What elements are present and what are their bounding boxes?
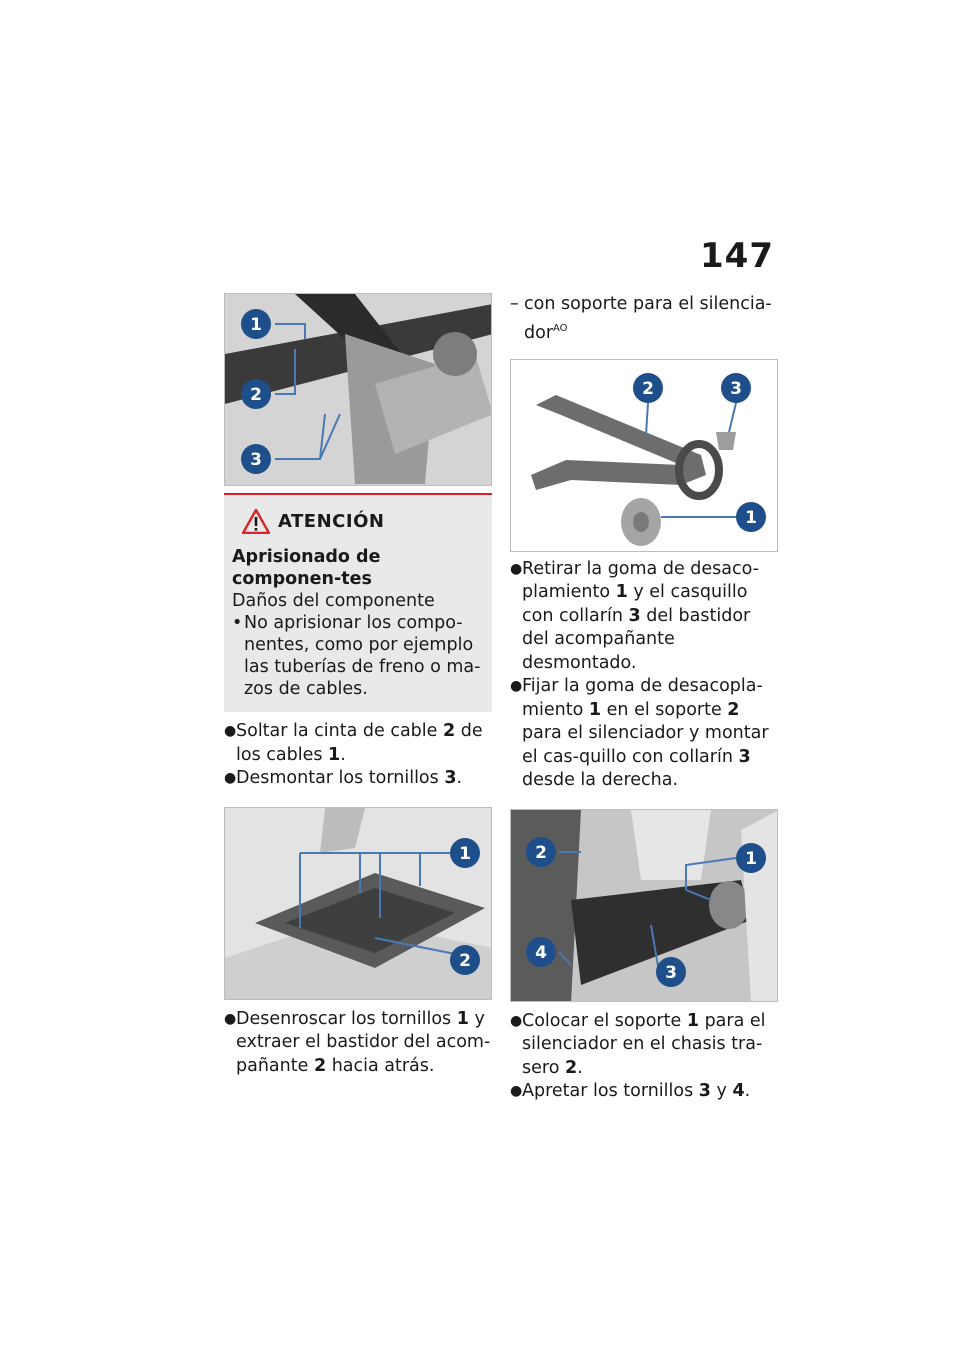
warning-title: ATENCIÓN xyxy=(278,510,385,532)
right-steps: ● Retirar la goma de desaco-plamiento 1 … xyxy=(510,558,780,793)
svg-text:3: 3 xyxy=(250,450,262,470)
svg-text:3: 3 xyxy=(665,963,677,983)
step-item: ● Retirar la goma de desaco-plamiento 1 … xyxy=(510,558,759,673)
svg-text:2: 2 xyxy=(535,843,547,863)
callout-1: 1 xyxy=(450,837,480,868)
step-item: ● Colocar el soporte 1 para el silenciad… xyxy=(510,1010,766,1078)
callout-4: 4 xyxy=(526,936,556,967)
figure-silencer-bracket: 2 3 1 xyxy=(510,358,778,552)
callout-1: 1 xyxy=(736,842,766,873)
callout-3: 3 xyxy=(721,372,751,403)
right-column: – con soporte para el silencia-dorAO 2 3 xyxy=(510,293,780,1104)
left-column: 1 2 3 ATENCIÓN Aprisionado de componen-t… xyxy=(224,293,494,1078)
svg-text:1: 1 xyxy=(745,508,757,528)
svg-text:2: 2 xyxy=(250,385,262,405)
warning-subtitle: Aprisionado de componen-tes xyxy=(232,547,381,589)
figure-cable-tie: 1 2 3 xyxy=(224,293,492,486)
figure-rear-frame: 1 2 xyxy=(224,806,492,1000)
svg-text:3: 3 xyxy=(730,379,742,399)
callout-2: 2 xyxy=(450,944,480,975)
svg-text:1: 1 xyxy=(745,849,757,869)
callout-1: 1 xyxy=(736,501,766,532)
left-steps-2: ● Desenroscar los tornillos 1 y extraer … xyxy=(224,1008,494,1079)
warning-bullet: • No aprisionar los compo-nentes, como p… xyxy=(232,613,481,699)
callout-1: 1 xyxy=(241,309,271,339)
figure-rear-chassis: 2 1 4 3 xyxy=(510,808,778,1002)
svg-text:4: 4 xyxy=(535,943,547,963)
step-item: ● Desenroscar los tornillos 1 y extraer … xyxy=(224,1008,491,1076)
svg-text:2: 2 xyxy=(459,951,471,971)
callout-2: 2 xyxy=(526,836,556,867)
svg-text:1: 1 xyxy=(459,844,471,864)
step-item: ● Soltar la cinta de cable 2 de los cabl… xyxy=(224,721,483,765)
warning-bullet-text: No aprisionar los compo-nentes, como por… xyxy=(244,613,481,699)
callout-3: 3 xyxy=(656,956,686,987)
step-item: ● Fijar la goma de desacopla-miento 1 en… xyxy=(510,676,769,791)
variant-line: – con soporte para el silencia-dorAO xyxy=(510,294,772,343)
left-steps: ● Soltar la cinta de cable 2 de los cabl… xyxy=(224,720,494,791)
warning-triangle-icon xyxy=(242,509,270,534)
step-item: ● Apretar los tornillos 3 y 4. xyxy=(510,1081,751,1102)
warning-description: Daños del componente xyxy=(232,591,435,611)
callout-3: 3 xyxy=(241,444,271,474)
callout-2: 2 xyxy=(633,372,663,403)
svg-text:1: 1 xyxy=(250,315,262,335)
warning-box: ATENCIÓN Aprisionado de componen-tes Dañ… xyxy=(224,493,492,712)
right-steps-2: ● Colocar el soporte 1 para el silenciad… xyxy=(510,1010,780,1104)
step-item: ● Desmontar los tornillos 3. xyxy=(224,768,463,788)
page-number: 147 xyxy=(700,236,774,276)
svg-text:2: 2 xyxy=(642,379,654,399)
callout-2: 2 xyxy=(241,379,271,409)
